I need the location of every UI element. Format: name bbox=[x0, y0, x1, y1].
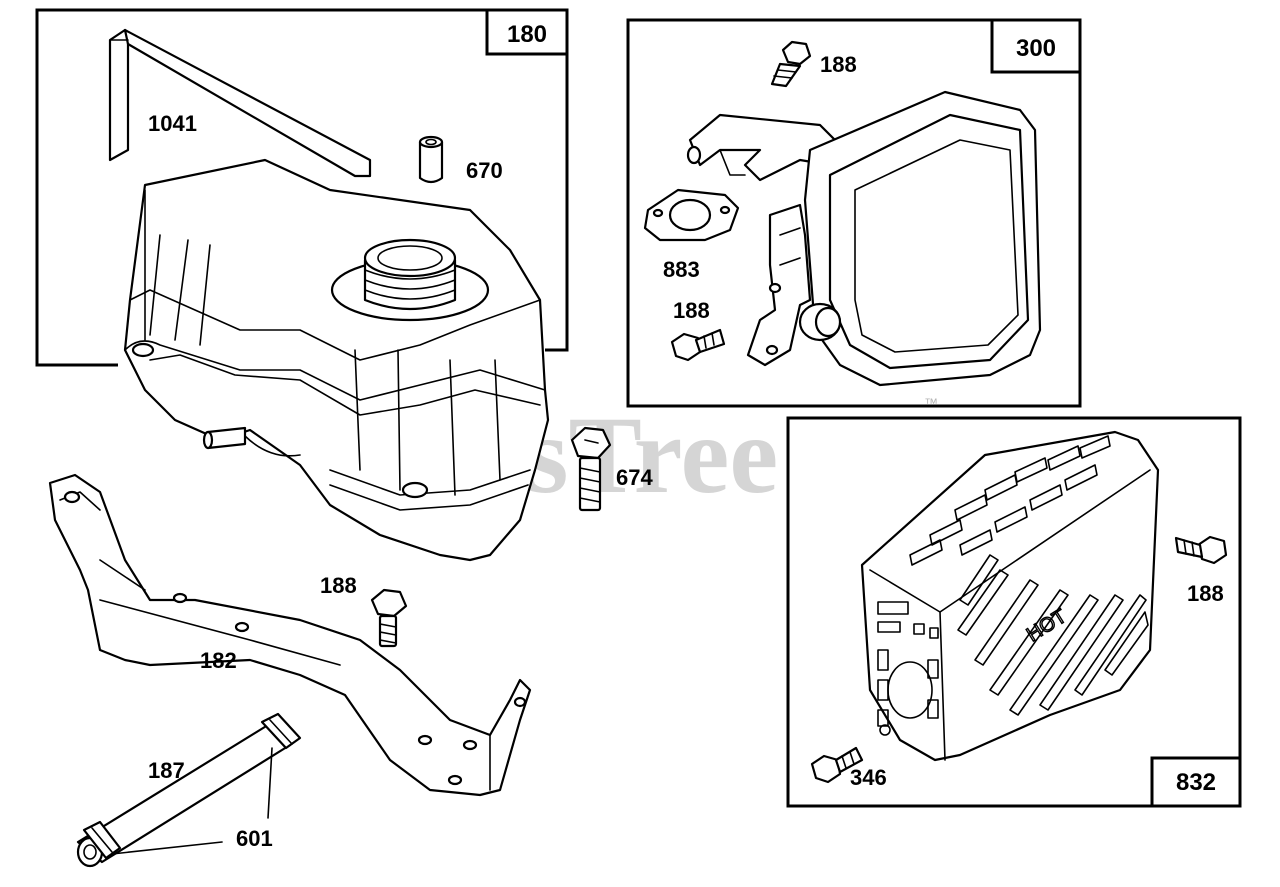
watermark-trademark: ™ bbox=[924, 395, 938, 411]
callout-601-leaders bbox=[111, 747, 273, 855]
part-188-muffler-top-bolt bbox=[770, 40, 812, 88]
group-180-number[interactable]: 180 bbox=[507, 21, 547, 48]
group-300-tab bbox=[990, 18, 1082, 74]
part-346-bolt bbox=[810, 746, 864, 784]
part-182-bracket bbox=[48, 473, 532, 797]
part-601-clamp-upper bbox=[260, 712, 302, 750]
callout-182[interactable]: 182 bbox=[200, 648, 237, 673]
group-180-tab bbox=[485, 8, 569, 56]
callout-601[interactable]: 601 bbox=[236, 826, 273, 851]
callout-346[interactable]: 346 bbox=[850, 765, 887, 790]
part-188-muffler-bottom-bolt bbox=[670, 328, 726, 362]
group-832-number[interactable]: 832 bbox=[1176, 769, 1216, 796]
group-300-frame bbox=[626, 18, 1082, 408]
callout-883[interactable]: 883 bbox=[663, 257, 700, 282]
callout-187[interactable]: 187 bbox=[148, 758, 185, 783]
group-180: 180 bbox=[35, 8, 569, 367]
part-fuel-tank bbox=[123, 158, 550, 562]
part-601-clamp-lower bbox=[82, 820, 122, 860]
part-muffler bbox=[686, 90, 1042, 387]
part-188-bracket-bolt bbox=[370, 588, 408, 648]
part-muffler-guard: HOT bbox=[860, 430, 1160, 762]
callout-188-muffler-top[interactable]: 188 bbox=[820, 52, 857, 77]
callout-188-guard[interactable]: 188 bbox=[1187, 581, 1224, 606]
part-670-sleeve bbox=[418, 135, 444, 184]
group-832: 832 bbox=[786, 416, 1242, 808]
part-1041-strap bbox=[108, 28, 372, 178]
callout-670[interactable]: 670 bbox=[466, 158, 503, 183]
group-180-frame bbox=[35, 8, 569, 367]
group-832-frame bbox=[786, 416, 1242, 808]
callout-1041[interactable]: 1041 bbox=[148, 111, 197, 136]
callout-674[interactable]: 674 bbox=[616, 465, 653, 490]
group-300: 300 bbox=[626, 18, 1082, 408]
part-674-bolt bbox=[570, 426, 612, 512]
part-883-gasket bbox=[643, 188, 740, 242]
callout-188-muffler-bottom[interactable]: 188 bbox=[673, 298, 710, 323]
callout-188-bracket[interactable]: 188 bbox=[320, 573, 357, 598]
group-832-tab bbox=[1150, 756, 1242, 808]
group-300-number[interactable]: 300 bbox=[1016, 35, 1056, 62]
part-188-guard-bolt bbox=[1174, 535, 1228, 565]
